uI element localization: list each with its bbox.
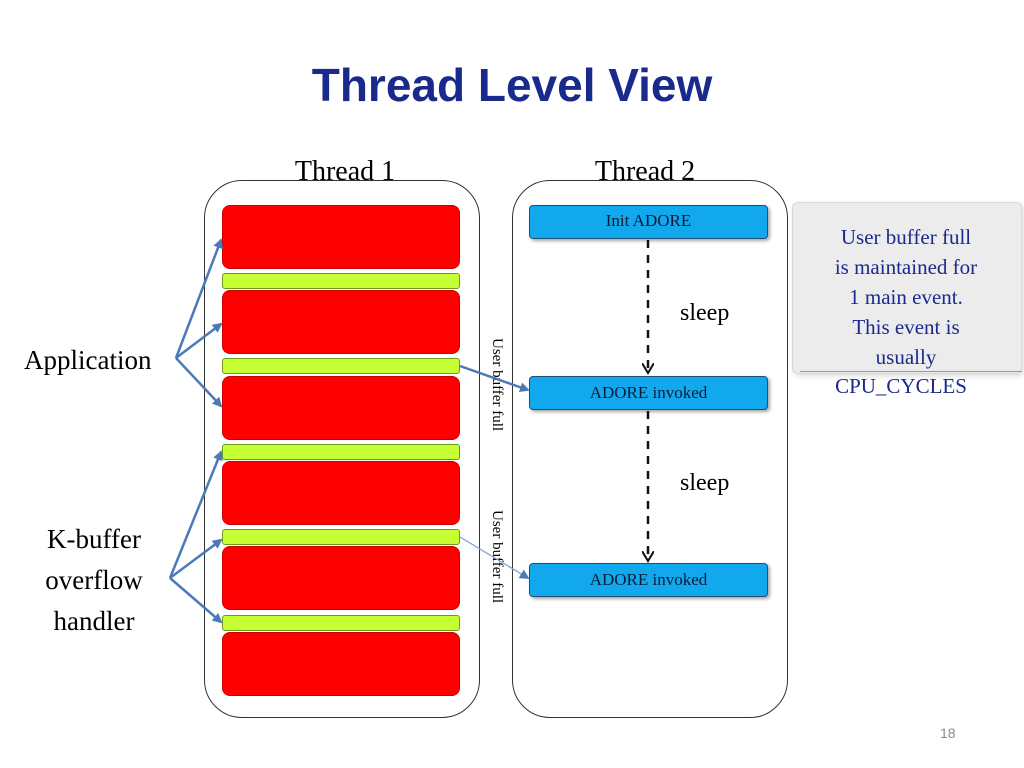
application-label: Application <box>24 345 152 375</box>
init-adore-box: Init ADORE <box>529 205 768 239</box>
application-block <box>222 546 460 610</box>
application-block <box>222 632 460 696</box>
arrow-ubf-2 <box>459 536 530 580</box>
adore-invoked-box-1: ADORE invoked <box>529 376 768 410</box>
note-line-5: usually <box>875 345 937 369</box>
page-number: 18 <box>940 725 956 741</box>
sleep-label-2: sleep <box>680 470 730 496</box>
kbuffer-arrows <box>168 450 223 624</box>
handler-band <box>222 358 460 374</box>
arrow-app-2 <box>175 322 223 359</box>
arrow-kbuf-2 <box>169 538 223 580</box>
note-text: User buffer full is maintained for 1 mai… <box>806 222 1006 372</box>
arrow-ubf-1 <box>459 364 530 393</box>
application-block <box>222 461 460 525</box>
arrow-kbuf-1 <box>168 450 223 579</box>
note-line-1: User buffer full <box>840 225 972 249</box>
note-line-4: This event is <box>852 315 960 339</box>
note-tail: CPU_CYCLES <box>835 374 967 398</box>
user-buffer-full-label-1: User buffer full <box>489 338 505 432</box>
kbuffer-handler-label: K-buffer overflow handler <box>24 519 164 642</box>
adore-invoked-box-2: ADORE invoked <box>529 563 768 597</box>
kbuffer-line-3: handler <box>53 606 135 636</box>
application-arrows <box>174 238 223 408</box>
kbuffer-line-1: K-buffer <box>47 524 141 554</box>
arrow-app-1 <box>174 238 223 359</box>
arrow-app-3 <box>175 357 223 408</box>
application-block <box>222 290 460 354</box>
note-divider <box>800 371 1022 372</box>
sleep-label-1: sleep <box>680 300 730 326</box>
application-block <box>222 376 460 440</box>
slide-title: Thread Level View <box>311 59 713 111</box>
arrow-kbuf-3 <box>169 577 223 624</box>
note-line-2: is maintained for <box>834 255 978 279</box>
kbuffer-line-2: overflow <box>45 565 143 595</box>
note-line-3: 1 main event. <box>849 285 963 309</box>
user-buffer-full-label-2: User buffer full <box>489 510 505 604</box>
handler-band <box>222 273 460 289</box>
thread2-container <box>512 180 788 718</box>
handler-band <box>222 529 460 545</box>
note-paper <box>792 202 1022 374</box>
application-block <box>222 205 460 269</box>
